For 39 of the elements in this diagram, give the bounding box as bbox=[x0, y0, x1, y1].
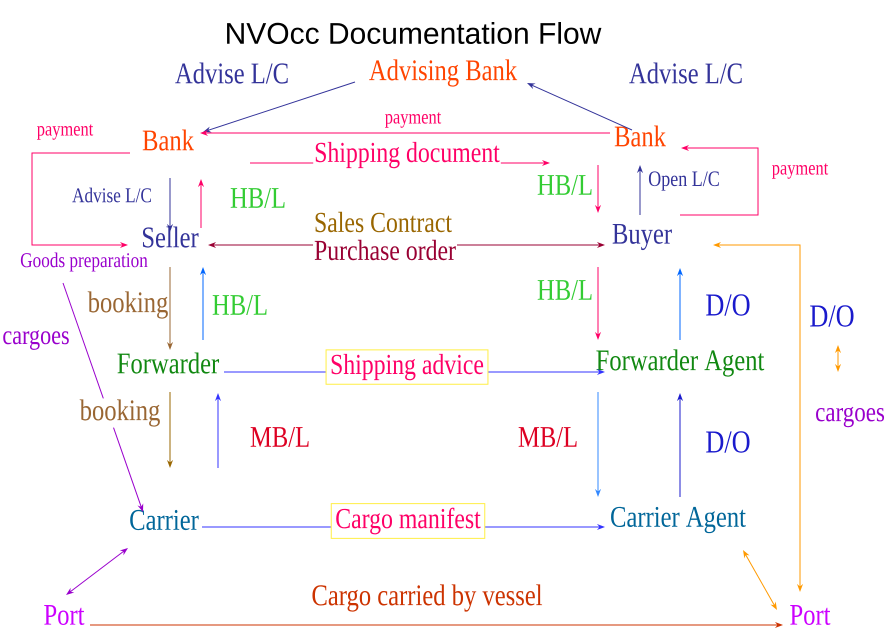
note-label: Sales Contract bbox=[316, 212, 452, 232]
edge-label: D/O bbox=[704, 430, 752, 454]
edge-label: Advise L/C bbox=[174, 61, 290, 85]
edge-label: D/O bbox=[704, 293, 752, 317]
edge-label: booking bbox=[78, 398, 162, 428]
node-label: Port bbox=[44, 605, 84, 625]
node-label: Carrier bbox=[130, 510, 199, 530]
node-label: Buyer bbox=[612, 224, 672, 250]
node-label: Forwarder bbox=[117, 352, 220, 374]
node-label: Goods preparation bbox=[20, 252, 148, 272]
node-label: Forwarder Agent bbox=[596, 349, 764, 377]
edge-label: Cargo manifest bbox=[330, 503, 486, 539]
node-label: Port bbox=[790, 605, 830, 625]
edge-label: Cargo carried by vessel bbox=[310, 583, 544, 613]
edge-label: Shipping document bbox=[313, 140, 501, 170]
note-label: D/O bbox=[810, 305, 854, 327]
node-label: Seller bbox=[142, 226, 198, 248]
edge-label: Advise L/C bbox=[628, 61, 744, 85]
note-label: cargoes bbox=[816, 406, 884, 428]
node-label: Bank bbox=[614, 125, 666, 147]
edge-label: HB/L bbox=[210, 294, 270, 316]
edge-label: Shipping advice bbox=[326, 349, 488, 385]
edge-label: Purchase order bbox=[313, 238, 457, 262]
edge-label: Open L/C bbox=[647, 170, 721, 192]
edge-label: booking bbox=[86, 290, 170, 320]
edge-label: HB/L bbox=[229, 186, 288, 210]
edge-label: payment bbox=[36, 123, 94, 141]
node-label: Carrier Agent bbox=[611, 506, 746, 534]
edge-label: cargoes bbox=[1, 329, 71, 351]
edge-label: MB/L bbox=[516, 426, 580, 448]
title: NVOcc Documentation Flow bbox=[227, 22, 602, 44]
edge-label: payment bbox=[770, 162, 830, 180]
edge-label: MB/L bbox=[248, 426, 312, 448]
edge-label: HB/L bbox=[536, 278, 594, 302]
node-label: Advising Bank bbox=[369, 59, 518, 87]
edge-label: payment bbox=[384, 111, 442, 129]
edge-label: HB/L bbox=[536, 174, 594, 196]
node-label: Bank bbox=[142, 129, 194, 151]
edge-label: Advise L/C bbox=[71, 186, 153, 204]
